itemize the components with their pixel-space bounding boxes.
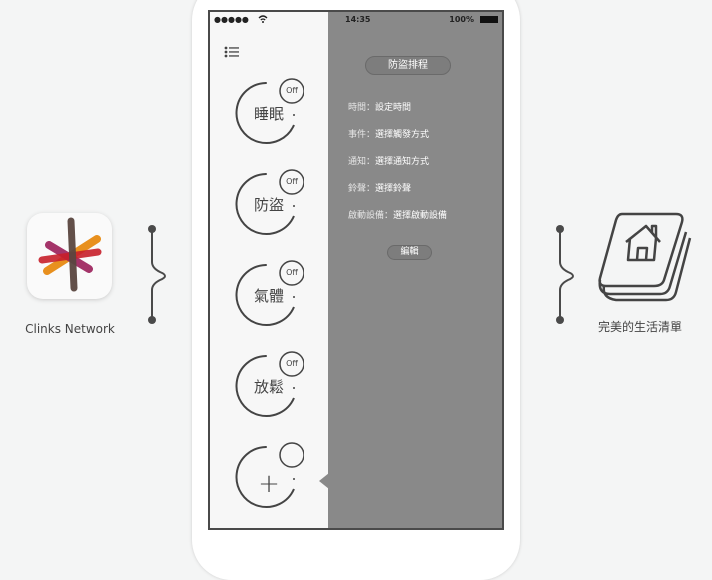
mode-toggle[interactable]: Off [286, 177, 298, 186]
life-list-app-name: 完美的生活清單 [597, 320, 682, 334]
battery-icon [480, 16, 498, 23]
detail-row[interactable]: 鈴聲：選擇鈴聲 [348, 181, 411, 194]
detail-row[interactable]: 啟動設備：選擇啟動設備 [348, 208, 447, 221]
mode-button-2[interactable]: 氣體 Off [234, 259, 304, 329]
signal-indicator: ●●●●● [214, 15, 249, 24]
wifi-icon [258, 15, 268, 23]
row-value: 設定時間 [375, 103, 412, 113]
mode-button-3[interactable]: 放鬆 Off [234, 350, 304, 420]
connector-right-icon [556, 225, 574, 324]
mode-button-0[interactable]: 睡眠 Off [234, 77, 304, 147]
mode-label: 氣體 [253, 287, 284, 305]
clock: 14:35 [345, 15, 371, 24]
row-key: 通知 [348, 157, 367, 167]
mode-ring-icon [235, 78, 304, 144]
mode-button-4[interactable]: + [234, 441, 304, 511]
detail-row[interactable]: 事件：選擇觸發方式 [348, 127, 429, 140]
row-sep: ： [366, 184, 376, 194]
edit-button[interactable]: 編輯 [387, 245, 432, 260]
mode-toggle[interactable] [281, 444, 303, 466]
row-sep: ： [366, 130, 376, 140]
row-sep: ： [366, 157, 376, 167]
row-key: 時間 [348, 103, 367, 113]
clinks-app-name: Clinks Network [25, 322, 115, 336]
selection-pointer [319, 473, 329, 489]
row-sep: ： [384, 211, 394, 221]
row-key: 鈴聲 [348, 184, 367, 194]
row-value: 選擇鈴聲 [375, 184, 412, 194]
phone-screen: ●●●●● 睡眠 Off 防盜 Off 氣體 Off 放鬆 Off + 14: [208, 10, 504, 530]
book-house-icon[interactable] [594, 208, 694, 303]
mode-label: 睡眠 [253, 105, 284, 123]
list-icon[interactable] [224, 46, 240, 58]
mode-label: 防盜 [253, 196, 284, 214]
mode-list: ●●●●● 睡眠 Off 防盜 Off 氣體 Off 放鬆 Off + [210, 12, 328, 528]
row-key: 事件 [348, 130, 367, 140]
connector-left-icon [148, 225, 166, 324]
row-key: 啟動設備 [348, 211, 385, 221]
mode-toggle[interactable]: Off [286, 359, 298, 368]
mode-label: + [258, 469, 280, 499]
mode-toggle[interactable]: Off [286, 86, 298, 95]
detail-row[interactable]: 時間：設定時間 [348, 100, 411, 113]
battery-percent: 100% [449, 15, 474, 24]
row-value: 選擇啟動設備 [393, 211, 448, 221]
clinks-logo-icon [38, 217, 102, 292]
detail-row[interactable]: 通知：選擇通知方式 [348, 154, 429, 167]
row-value: 選擇觸發方式 [375, 130, 430, 140]
mode-toggle[interactable]: Off [286, 268, 298, 277]
mode-ring-icon [235, 169, 304, 235]
row-value: 選擇通知方式 [375, 157, 430, 167]
row-sep: ： [366, 103, 376, 113]
mode-label: 放鬆 [253, 378, 284, 396]
mode-button-1[interactable]: 防盜 Off [234, 168, 304, 238]
mode-ring-icon [235, 351, 304, 417]
schedule-title: 防盜排程 [365, 56, 451, 75]
mode-ring-icon [235, 442, 304, 508]
mode-ring-icon [235, 260, 304, 326]
clinks-app-icon[interactable] [27, 213, 112, 299]
detail-panel: 14:35 100% 防盜排程 時間：設定時間事件：選擇觸發方式通知：選擇通知方… [328, 12, 502, 528]
